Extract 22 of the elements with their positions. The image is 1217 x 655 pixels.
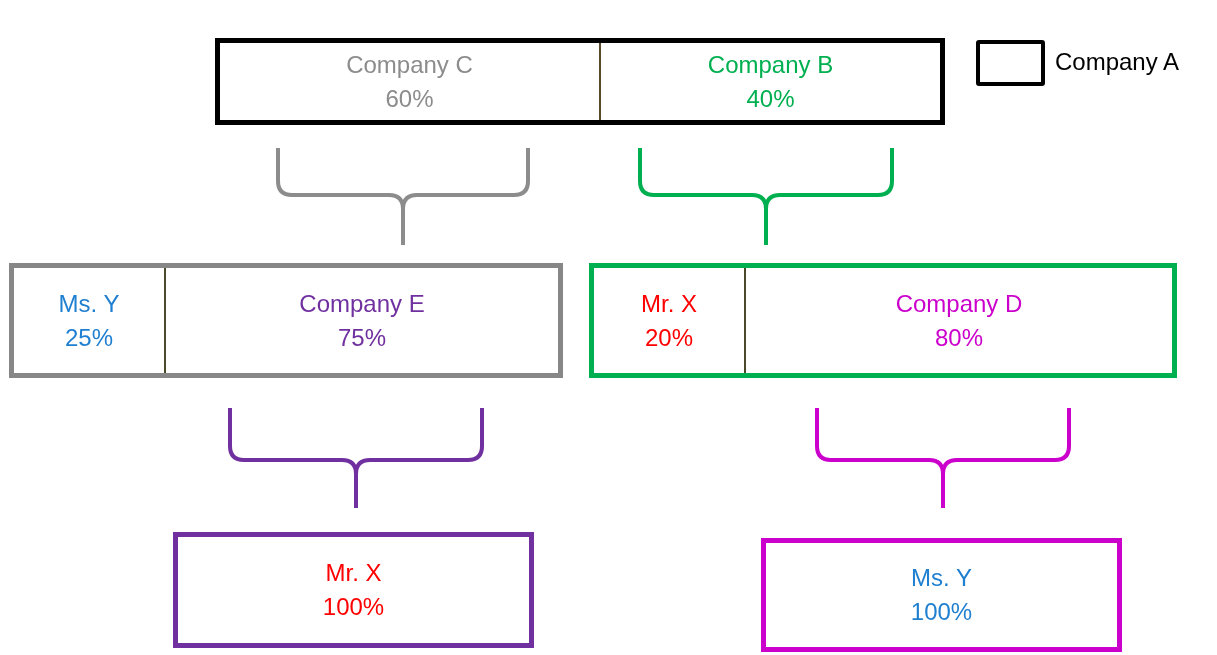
owner-name: Mr. X <box>325 558 382 588</box>
share-percent: 40% <box>746 83 795 114</box>
legend-label: Company A <box>1055 48 1180 76</box>
owner-name: Company E <box>299 288 425 319</box>
share-percent: 60% <box>385 83 434 114</box>
ownership-box <box>173 532 534 648</box>
owner-name: Company B <box>707 49 834 80</box>
share-percent: 75% <box>337 322 386 353</box>
share-percent: 100% <box>910 597 973 627</box>
ownership-bar <box>589 263 1177 378</box>
owner-name: Ms. Y <box>911 563 972 593</box>
share-percent: 100% <box>322 592 385 622</box>
ownership-bar <box>215 38 945 125</box>
owner-name: Mr. X <box>641 288 697 319</box>
share-percent: 25% <box>64 322 113 353</box>
owner-name: Company D <box>895 288 1023 319</box>
ownership-box <box>761 538 1122 652</box>
owner-name: Ms. Y <box>58 288 120 319</box>
share-percent: 80% <box>934 322 983 353</box>
ownership-bar <box>9 263 563 378</box>
share-percent: 20% <box>644 322 693 353</box>
owner-name: Company C <box>346 49 473 80</box>
